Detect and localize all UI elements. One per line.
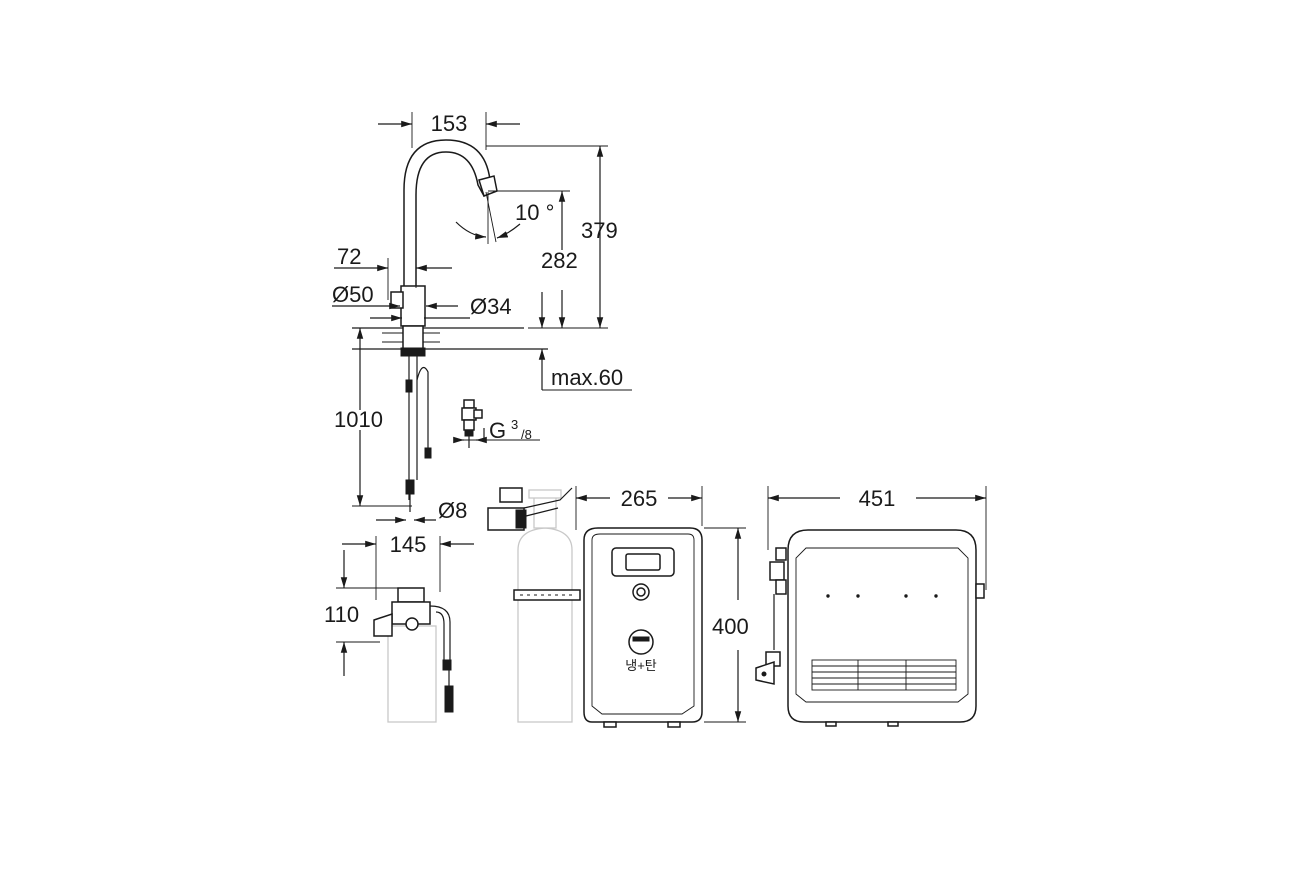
dim-max-counter-thickness: max.60 <box>551 365 623 390</box>
dim-faucet-total-height: 379 <box>581 218 618 243</box>
dim-base-diameter: Ø50 <box>332 282 374 307</box>
dim-filter-width: 145 <box>390 532 427 557</box>
dim-thread-sup: 3 <box>511 417 518 432</box>
dim-thread-main: G <box>489 418 506 443</box>
dim-chiller-width: 451 <box>859 486 896 511</box>
dim-shank-diameter: Ø34 <box>470 294 512 319</box>
dim-lever-offset: 72 <box>337 244 361 269</box>
chiller-badge: 냉+탄 <box>625 658 657 673</box>
co2-bottle-drawing <box>487 487 581 723</box>
chiller-front-drawing: 냉+탄 <box>583 527 703 728</box>
filter-dimensions: 145 110 <box>324 532 474 676</box>
dim-faucet-spout-width: 153 <box>431 111 468 136</box>
dim-spout-height: 282 <box>541 248 578 273</box>
dim-filter-height: 110 <box>324 602 359 627</box>
dim-spout-angle: 10 ° <box>515 200 554 225</box>
dim-pipe-diameter: Ø8 <box>438 498 467 523</box>
power-plug-icon <box>755 651 781 685</box>
faucet-dimensions: 153 379 282 10 ° 72 Ø50 Ø34 <box>332 111 632 524</box>
chiller-side-drawing <box>755 529 985 727</box>
dim-thread-sub: /8 <box>521 427 532 442</box>
dim-hose-length: 1010 <box>334 407 383 432</box>
dim-chiller-height: 400 <box>712 614 749 639</box>
chiller-front-dimensions: 265 400 <box>575 486 749 723</box>
faucet-drawing <box>352 139 548 512</box>
filter-head-drawing <box>373 587 454 723</box>
chiller-side-dimensions: 451 <box>767 486 987 590</box>
vent-grille <box>811 659 957 691</box>
dim-chiller-depth: 265 <box>621 486 658 511</box>
